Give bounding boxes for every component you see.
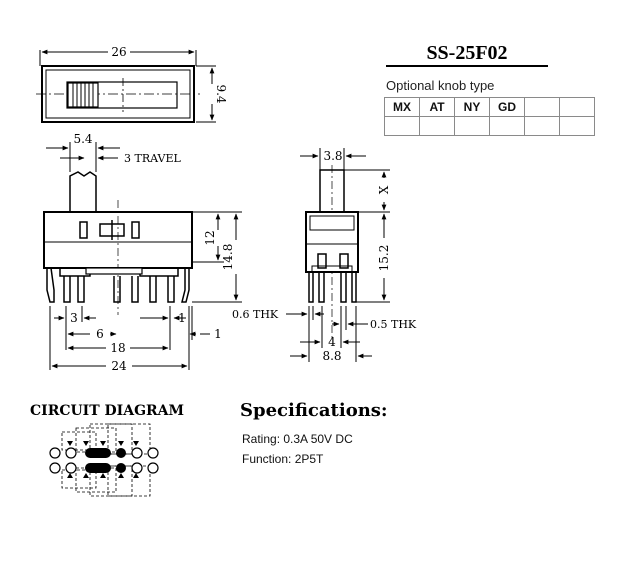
knob-type-row — [384, 116, 595, 136]
part-number-title: SS-25F02 — [426, 42, 508, 64]
function-text: Function: 2P5T — [242, 452, 324, 466]
side-knob-width-label: 3.8 — [323, 149, 342, 163]
circuit-bridge-bottom — [85, 463, 111, 473]
knob-cell — [384, 116, 420, 136]
pin-spacing-label: 4 — [328, 335, 336, 349]
thk-left-label: 0.6 THK — [232, 308, 279, 321]
knob-cell — [454, 116, 490, 136]
top-view: 26 9.4 — [36, 45, 228, 123]
circuit-diagram — [49, 423, 159, 497]
rating-text: Rating: 0.3A 50V DC — [242, 432, 353, 446]
top-height-label: 9.4 — [214, 84, 228, 103]
circuit-contacts-top — [49, 447, 159, 459]
side-knob-height-label: X — [377, 185, 391, 194]
knob-cell — [559, 97, 595, 117]
thk-right-label: 0.5 THK — [370, 318, 417, 331]
circuit-contacts-bottom — [49, 462, 159, 474]
circuit-common-top — [116, 448, 126, 458]
circuit-bridge-top — [85, 448, 111, 458]
specifications-title: Specifications: — [240, 400, 388, 421]
slider-track — [66, 81, 178, 109]
pitch-1-right-label: 1 — [214, 327, 222, 341]
knob-cell — [489, 116, 525, 136]
span-18-label: 18 — [110, 341, 125, 355]
knob-cell: MX — [384, 97, 420, 117]
pitch-1-label: 1 — [178, 311, 186, 325]
side-pins — [308, 272, 357, 303]
knob-width-label: 5.4 — [73, 132, 92, 146]
knob-cell — [419, 116, 455, 136]
front-pins — [46, 267, 190, 303]
span-24-label: 24 — [111, 359, 127, 373]
front-view: 5.4 3 TRAVEL — [43, 132, 242, 373]
knob-cell — [524, 97, 560, 117]
body-height-label: 12 — [203, 230, 217, 245]
knob-cell: AT — [419, 97, 455, 117]
circuit-common-bottom — [116, 463, 126, 473]
travel-label: 3 TRAVEL — [124, 152, 181, 165]
knob-cell: GD — [489, 97, 525, 117]
top-width-label: 26 — [111, 45, 126, 59]
circuit-diagram-title: CIRCUIT DIAGRAM — [30, 403, 185, 419]
slider-knob — [69, 171, 97, 213]
knob-cell — [524, 116, 560, 136]
side-width-label: 8.8 — [322, 349, 341, 363]
side-view: 3.8 X 15.2 0.6 THK 0.5 TH — [232, 148, 417, 363]
side-body-height-label: 15.2 — [377, 245, 391, 272]
pitch-6-label: 6 — [96, 327, 104, 341]
pitch-3-label: 3 — [70, 311, 78, 325]
total-height-label: 14.8 — [221, 244, 235, 271]
side-body — [305, 211, 359, 273]
title-underline — [386, 65, 548, 67]
knob-type-row: MX AT NY GD — [384, 97, 595, 117]
knob-cell — [559, 116, 595, 136]
knob-cell: NY — [454, 97, 490, 117]
knob-type-label: Optional knob type — [386, 78, 495, 93]
knob-type-table: MX AT NY GD — [384, 97, 595, 136]
